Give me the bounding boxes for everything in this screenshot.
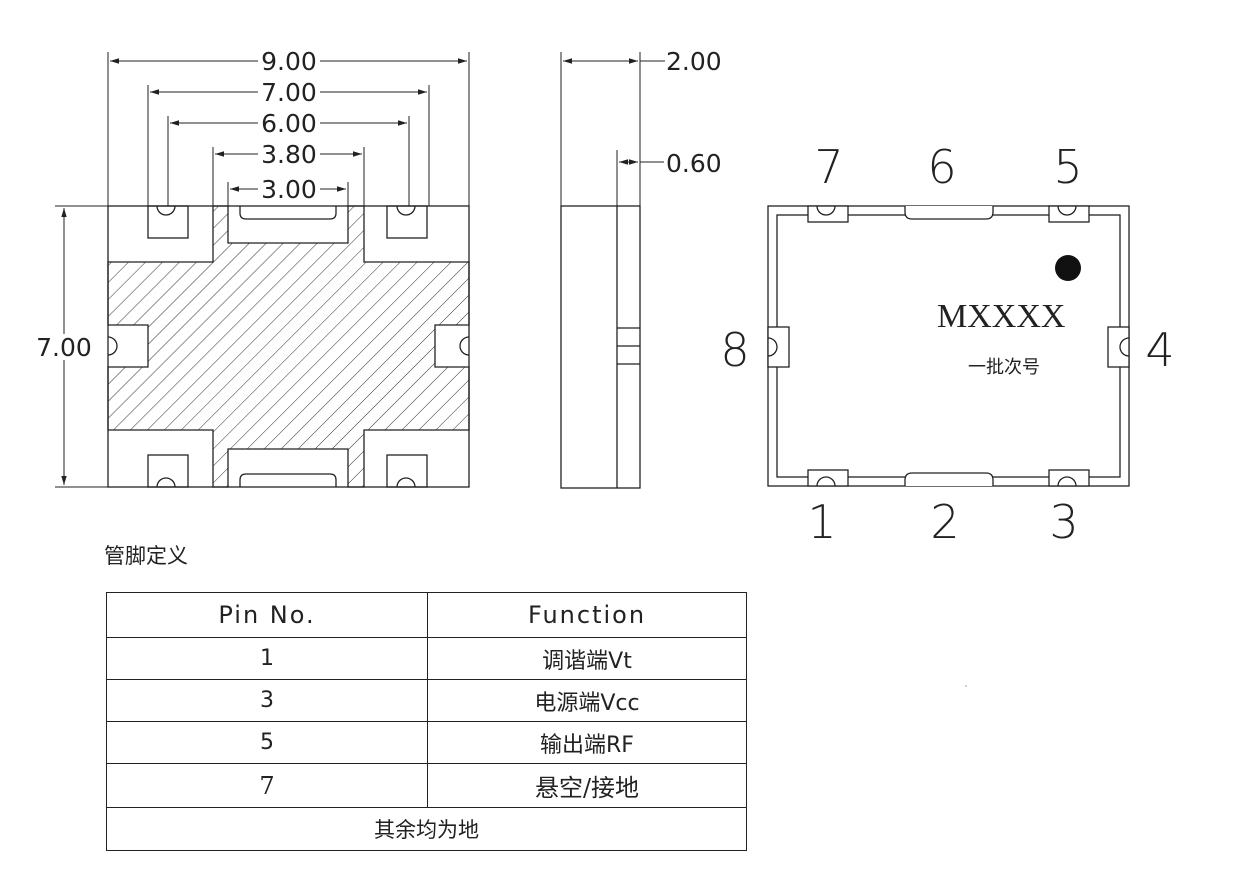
dim-width-3: 3.00	[261, 175, 317, 204]
pad-bottom-left	[147, 454, 189, 488]
bottom-view-outline	[107, 205, 470, 488]
pin-label-8: 8	[720, 323, 749, 377]
pad-1	[807, 469, 849, 487]
pad-notch	[459, 336, 470, 356]
dim-thickness: 2.00	[666, 47, 722, 76]
pad-2	[904, 472, 994, 486]
dim-width-9: 9.00	[261, 47, 317, 76]
note-cell: 其余均为地	[106, 807, 747, 851]
pin-label-3: 3	[1049, 495, 1078, 549]
bottom-view	[107, 205, 470, 488]
pin-label-4: 4	[1145, 323, 1174, 377]
pin-label-2: 2	[930, 495, 959, 549]
pin-definition-title: 管脚定义	[104, 544, 188, 568]
top-view	[767, 205, 1130, 487]
pin-label-6: 6	[927, 140, 956, 194]
pad-top-left	[147, 205, 189, 239]
pad-notch	[396, 477, 416, 488]
dim-height-7: 7.00	[36, 333, 92, 362]
pad-5	[1048, 205, 1090, 223]
top-view-outline	[767, 205, 1130, 487]
dim-width-3-8: 3.80	[261, 140, 317, 169]
header-pin-no: Pin No.	[106, 592, 428, 638]
side-view-body	[560, 205, 641, 489]
pad-7	[807, 205, 849, 223]
pin-cell: 1	[106, 637, 428, 680]
header-function: Function	[427, 592, 747, 638]
batch-label: 一批次号	[968, 357, 1040, 378]
pin-label-1: 1	[807, 495, 836, 549]
function-cell: 电源端Vcc	[427, 679, 747, 722]
pin1-orientation-dot	[1055, 255, 1081, 281]
dimension-labels: 9.00 7.00 6.00 3.80 3.00 7.00	[36, 47, 320, 362]
pad-4	[1107, 326, 1130, 368]
table-row: 7 悬空/接地	[106, 763, 747, 808]
top-view-inner-outline	[776, 214, 1121, 478]
pad-top-center	[239, 206, 337, 220]
pin-label-7: 7	[814, 140, 843, 194]
pad-notch	[107, 336, 118, 356]
pin-cell: 3	[106, 679, 428, 722]
pad-bottom-right	[386, 454, 428, 488]
function-cell: 悬空/接地	[427, 763, 747, 808]
table-row: 3 电源端Vcc	[106, 679, 747, 722]
pin-label-5: 5	[1053, 140, 1082, 194]
ground-pad	[107, 205, 470, 488]
table-note-row: 其余均为地	[106, 807, 747, 851]
side-dimension-lines	[560, 52, 665, 206]
pad-8	[767, 326, 790, 368]
pad-notch	[156, 205, 176, 216]
function-cell: 输出端RF	[427, 721, 747, 764]
table-row: 5 输出端RF	[106, 721, 747, 764]
speck	[965, 685, 967, 687]
side-view	[560, 205, 641, 489]
dim-width-6: 6.00	[261, 109, 317, 138]
table-header-row: Pin No. Function	[106, 592, 747, 638]
pad-top-right	[386, 205, 428, 239]
pad-notch	[396, 205, 416, 216]
pin-definition-table: Pin No. Function 1 调谐端Vt 3 电源端Vcc 5 输出端R…	[106, 592, 747, 851]
pin-cell: 5	[106, 721, 428, 764]
pad-bottom-center	[239, 473, 337, 487]
part-marking: MXXXX	[937, 298, 1065, 335]
dim-width-7: 7.00	[261, 78, 317, 107]
pin-cell: 7	[106, 763, 428, 808]
pad-3	[1048, 469, 1090, 487]
function-cell: 调谐端Vt	[427, 637, 747, 680]
table-row: 1 调谐端Vt	[106, 637, 747, 680]
pad-notch	[156, 477, 176, 488]
dim-pad-height: 0.60	[666, 149, 722, 178]
pad-6	[904, 206, 994, 220]
